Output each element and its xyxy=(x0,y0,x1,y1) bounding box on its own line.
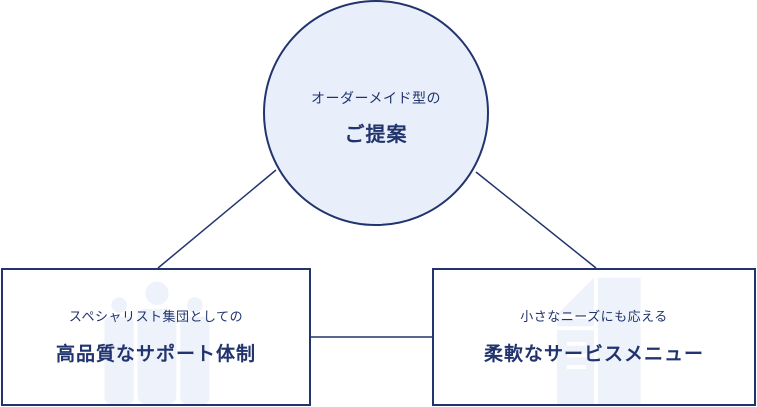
connector-top-left xyxy=(157,169,277,269)
right-node-subtitle: 小さなニーズにも応える xyxy=(520,310,668,325)
top-node-circle: オーダーメイド型の ご提案 xyxy=(263,0,489,226)
top-node-title: ご提案 xyxy=(344,121,408,146)
connector-top-right xyxy=(475,171,597,269)
top-node-subtitle: オーダーメイド型の xyxy=(311,90,441,107)
right-node-title: 柔軟なサービスメニュー xyxy=(483,343,704,365)
left-node-title: 高品質なサポート体制 xyxy=(55,343,256,365)
document-icon xyxy=(557,277,641,404)
left-node-subtitle: スペシャリスト集団としての xyxy=(68,310,244,325)
left-node-box: スペシャリスト集団としての 高品質なサポート体制 xyxy=(1,268,311,406)
right-node-box: 小さなニーズにも応える 柔軟なサービスメニュー xyxy=(432,268,756,406)
people-group-icon xyxy=(104,281,210,404)
